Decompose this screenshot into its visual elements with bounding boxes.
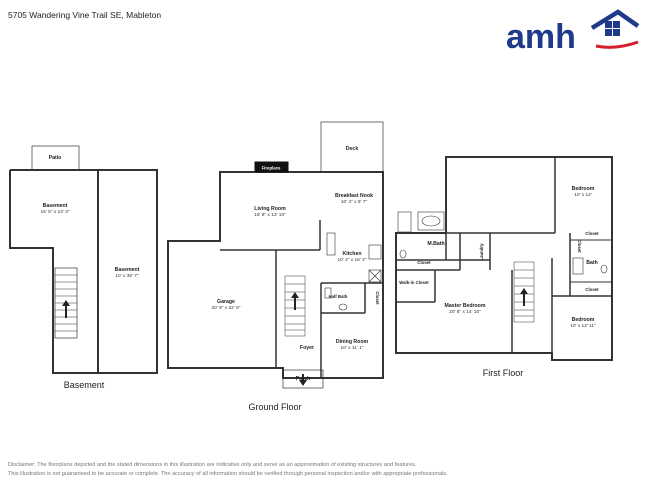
room-name: Garage: [217, 299, 235, 305]
room-name: Foyer: [300, 345, 314, 351]
room-name: Walk-in Closet: [399, 280, 429, 285]
room-name: M.Bath: [427, 241, 444, 247]
floor-label-basement: Basement: [64, 380, 105, 390]
room-name: Closet: [585, 231, 599, 236]
room-dims: 20' 8" x 14' 10": [449, 309, 481, 315]
room-name: Master Bedroom: [445, 303, 486, 309]
room-dims: 18' 8" x 13' 10": [254, 212, 286, 218]
ground-labels: Deck Fireplace Breakfast Nook 10' 4" x 8…: [212, 146, 380, 382]
room-name: Half Bath: [329, 294, 348, 299]
room-name: Bath: [586, 260, 598, 266]
room-name: Closet: [417, 260, 431, 265]
stair-arrow-icon: [62, 288, 528, 386]
room-name: Deck: [346, 146, 359, 152]
basement-walls: [9, 145, 158, 374]
ground-walls: [167, 121, 384, 389]
disclaimer-line-1: Disclaimer: The floorplans depicted and …: [8, 462, 417, 468]
kitchen-fixtures: [326, 232, 382, 283]
room-dims: 10' x 11' 1": [341, 345, 364, 351]
room-name: Dining Room: [336, 339, 369, 345]
room-name: Breakfast Nook: [335, 193, 373, 199]
room-name: Laundry: [479, 243, 484, 261]
amh-logo: amh: [506, 9, 640, 56]
room-dims: 10' x 13' 11": [570, 323, 596, 329]
disclaimer-line-2: This illustration is not guaranteed to b…: [8, 471, 448, 477]
room-dims: 10' x 36' 7": [115, 273, 139, 279]
fireplace: [254, 161, 289, 173]
room-name: Patio: [49, 155, 62, 161]
property-address: 5705 Wandering Vine Trail SE, Mableton: [8, 10, 162, 20]
room-name: Closet: [375, 291, 380, 305]
room-dims: 10' 4" x 8' 7": [341, 199, 368, 205]
room-name: Bedroom: [572, 317, 595, 323]
room-dims: 10' 4" x 16' 2": [338, 257, 367, 263]
first-walls: [395, 156, 613, 361]
room-name: Basement: [115, 267, 140, 273]
floor-label-ground: Ground Floor: [248, 402, 301, 412]
first-labels: Bedroom 10' x 12' M.Bath Closet Laundry …: [399, 186, 599, 329]
room-dims: 10' x 12': [574, 192, 592, 198]
room-name: Kitchen: [342, 251, 361, 257]
room-name: Fireplace: [262, 166, 281, 171]
room-dims: 20' 8" x 22' 6": [212, 305, 241, 311]
floor-label-first: First Floor: [483, 368, 524, 378]
room-name: Living Room: [254, 206, 286, 212]
room-name: Closet: [577, 239, 582, 253]
bath-fixtures: [397, 211, 608, 275]
room-name: Bedroom: [572, 186, 595, 192]
room-name: Porch: [296, 376, 311, 382]
house-roof-icon: [590, 9, 640, 49]
room-name: Basement: [43, 203, 68, 209]
half-bath-fixtures: [324, 287, 348, 311]
logo-text: amh: [506, 18, 576, 56]
basement-labels: Patio Basement 15' 5" x 13' 3" Basement …: [41, 155, 140, 279]
room-dims: 15' 5" x 13' 3": [41, 209, 70, 215]
room-name: Closet: [585, 287, 599, 292]
